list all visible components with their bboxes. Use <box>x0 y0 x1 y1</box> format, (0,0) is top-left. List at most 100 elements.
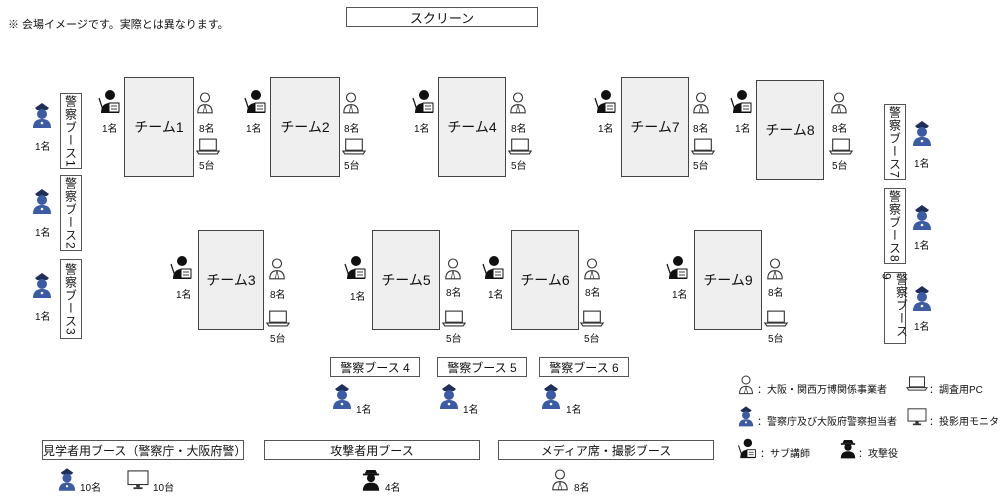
team2-pc-count: 5台 <box>344 161 360 172</box>
team7-instructor-count: 1名 <box>598 124 614 135</box>
attacker-booth: 攻撃者用ブース <box>264 440 480 460</box>
team6-instructor-count: 1名 <box>488 290 504 301</box>
expo-staff-icon <box>444 256 462 280</box>
team-9-label: チーム9 <box>703 272 753 288</box>
team4-member-count: 8名 <box>511 124 527 135</box>
team9-instructor-count: 1名 <box>672 290 688 301</box>
police-booth-8: 警察ブース8 <box>884 188 906 264</box>
legend-monitor: ：投影用モニタ <box>929 417 999 428</box>
team2-member-count: 8名 <box>344 124 360 135</box>
police-officer-icon <box>32 272 52 298</box>
team4-instructor-count: 1名 <box>414 124 430 135</box>
legend-pc: ：調査用PC <box>929 385 983 396</box>
team3-pc-count: 5台 <box>270 334 286 345</box>
police-booth-2: 警察ブース2 <box>60 175 82 251</box>
team-8-table: チーム8 <box>756 80 824 180</box>
team8-instructor-count: 1名 <box>735 124 751 135</box>
sub-instructor-icon <box>664 254 690 280</box>
sub-instructor-icon <box>728 88 754 114</box>
police-booth-1-label: 警察ブース1 <box>63 94 78 168</box>
attacker-icon <box>362 467 380 491</box>
team9-member-count: 8名 <box>768 288 784 299</box>
team-8-label: チーム8 <box>765 122 815 138</box>
police-officer-icon <box>912 204 932 230</box>
expo-staff-icon <box>551 467 569 491</box>
team-2-table: チーム2 <box>270 77 340 177</box>
laptop-icon <box>442 310 466 327</box>
police-booth-4-count: 1名 <box>356 405 372 416</box>
monitor-icon <box>126 470 150 490</box>
team4-pc-count: 5台 <box>511 161 527 172</box>
team-6-table: チーム6 <box>511 230 579 330</box>
police-officer-icon <box>912 120 932 146</box>
police-booth-6-count: 1名 <box>566 405 582 416</box>
team7-pc-count: 5台 <box>693 161 709 172</box>
police-booth-7-count: 1名 <box>914 159 930 170</box>
sub-instructor-icon <box>480 254 506 280</box>
media-count: 8名 <box>574 483 590 494</box>
police-officer-icon <box>332 383 352 409</box>
team-2-label: チーム2 <box>280 119 330 135</box>
team6-pc-count: 5台 <box>584 334 600 345</box>
attacker-icon <box>840 437 856 459</box>
police-booth-1-count: 1名 <box>35 142 51 153</box>
police-officer-icon <box>738 405 754 427</box>
team3-member-count: 8名 <box>270 290 286 301</box>
screen-label: スクリーン <box>409 10 475 26</box>
police-booth-5-count: 1名 <box>463 405 479 416</box>
visitor-booth: 見学者用ブース（警察庁・大阪府警） <box>42 440 246 460</box>
police-booth-3-label: 警察ブース3 <box>63 262 78 336</box>
laptop-icon <box>508 138 532 155</box>
expo-staff-icon <box>509 90 527 114</box>
team-3-table: チーム3 <box>198 230 264 330</box>
police-officer-icon <box>32 188 52 214</box>
expo-staff-icon <box>766 256 784 280</box>
team-4-table: チーム4 <box>438 77 506 177</box>
police-booth-2-label: 警察ブース2 <box>63 176 78 250</box>
laptop-icon <box>196 138 220 155</box>
police-officer-icon <box>58 467 76 491</box>
attacker-count: 4名 <box>385 483 401 494</box>
team-1-label: チーム1 <box>134 119 184 135</box>
legend-expo: ：大阪・関西万博関係事業者 <box>757 385 887 396</box>
expo-staff-icon <box>583 256 601 280</box>
visitor-people-count: 10名 <box>80 483 102 494</box>
team6-member-count: 8名 <box>585 288 601 299</box>
team5-instructor-count: 1名 <box>350 292 366 303</box>
police-booth-2-count: 1名 <box>35 228 51 239</box>
police-officer-icon <box>541 383 561 409</box>
laptop-icon <box>906 376 928 391</box>
police-officer-icon <box>32 102 52 128</box>
expo-staff-icon <box>830 90 848 114</box>
laptop-icon <box>266 310 290 327</box>
expo-staff-icon <box>738 373 754 395</box>
visitor-monitor-count: 10台 <box>153 483 175 494</box>
police-booth-9: 警察ブース9 <box>880 272 909 344</box>
team-9-table: チーム9 <box>694 230 762 330</box>
team-6-label: チーム6 <box>520 272 570 288</box>
police-booth-3-count: 1名 <box>35 312 51 323</box>
team-7-table: チーム7 <box>621 77 689 177</box>
police-booth-5-label: 警察ブース 5 <box>447 360 517 375</box>
team1-pc-count: 5台 <box>199 161 215 172</box>
police-booth-1: 警察ブース1 <box>60 93 82 169</box>
sub-instructor-icon <box>736 437 758 459</box>
police-booth-7-label: 警察ブース7 <box>887 105 902 179</box>
venue-note: ※ 会場イメージです。実際とは異なります。 <box>8 19 229 31</box>
sub-instructor-icon <box>96 88 122 114</box>
sub-instructor-icon <box>342 254 368 280</box>
team-7-label: チーム7 <box>630 119 680 135</box>
monitor-icon <box>906 408 928 426</box>
police-booth-3: 警察ブース3 <box>60 259 82 339</box>
sub-instructor-icon <box>410 88 436 114</box>
team1-member-count: 8名 <box>199 124 215 135</box>
team-5-label: チーム5 <box>381 272 431 288</box>
laptop-icon <box>342 138 366 155</box>
team2-instructor-count: 1名 <box>246 124 262 135</box>
police-booth-7: 警察ブース7 <box>884 104 906 180</box>
laptop-icon <box>764 310 788 327</box>
team-4-label: チーム4 <box>447 119 497 135</box>
police-booth-5: 警察ブース 5 <box>437 357 527 377</box>
police-booth-9-label: 警察ブース9 <box>879 273 909 338</box>
team-3-label: チーム3 <box>206 272 256 288</box>
